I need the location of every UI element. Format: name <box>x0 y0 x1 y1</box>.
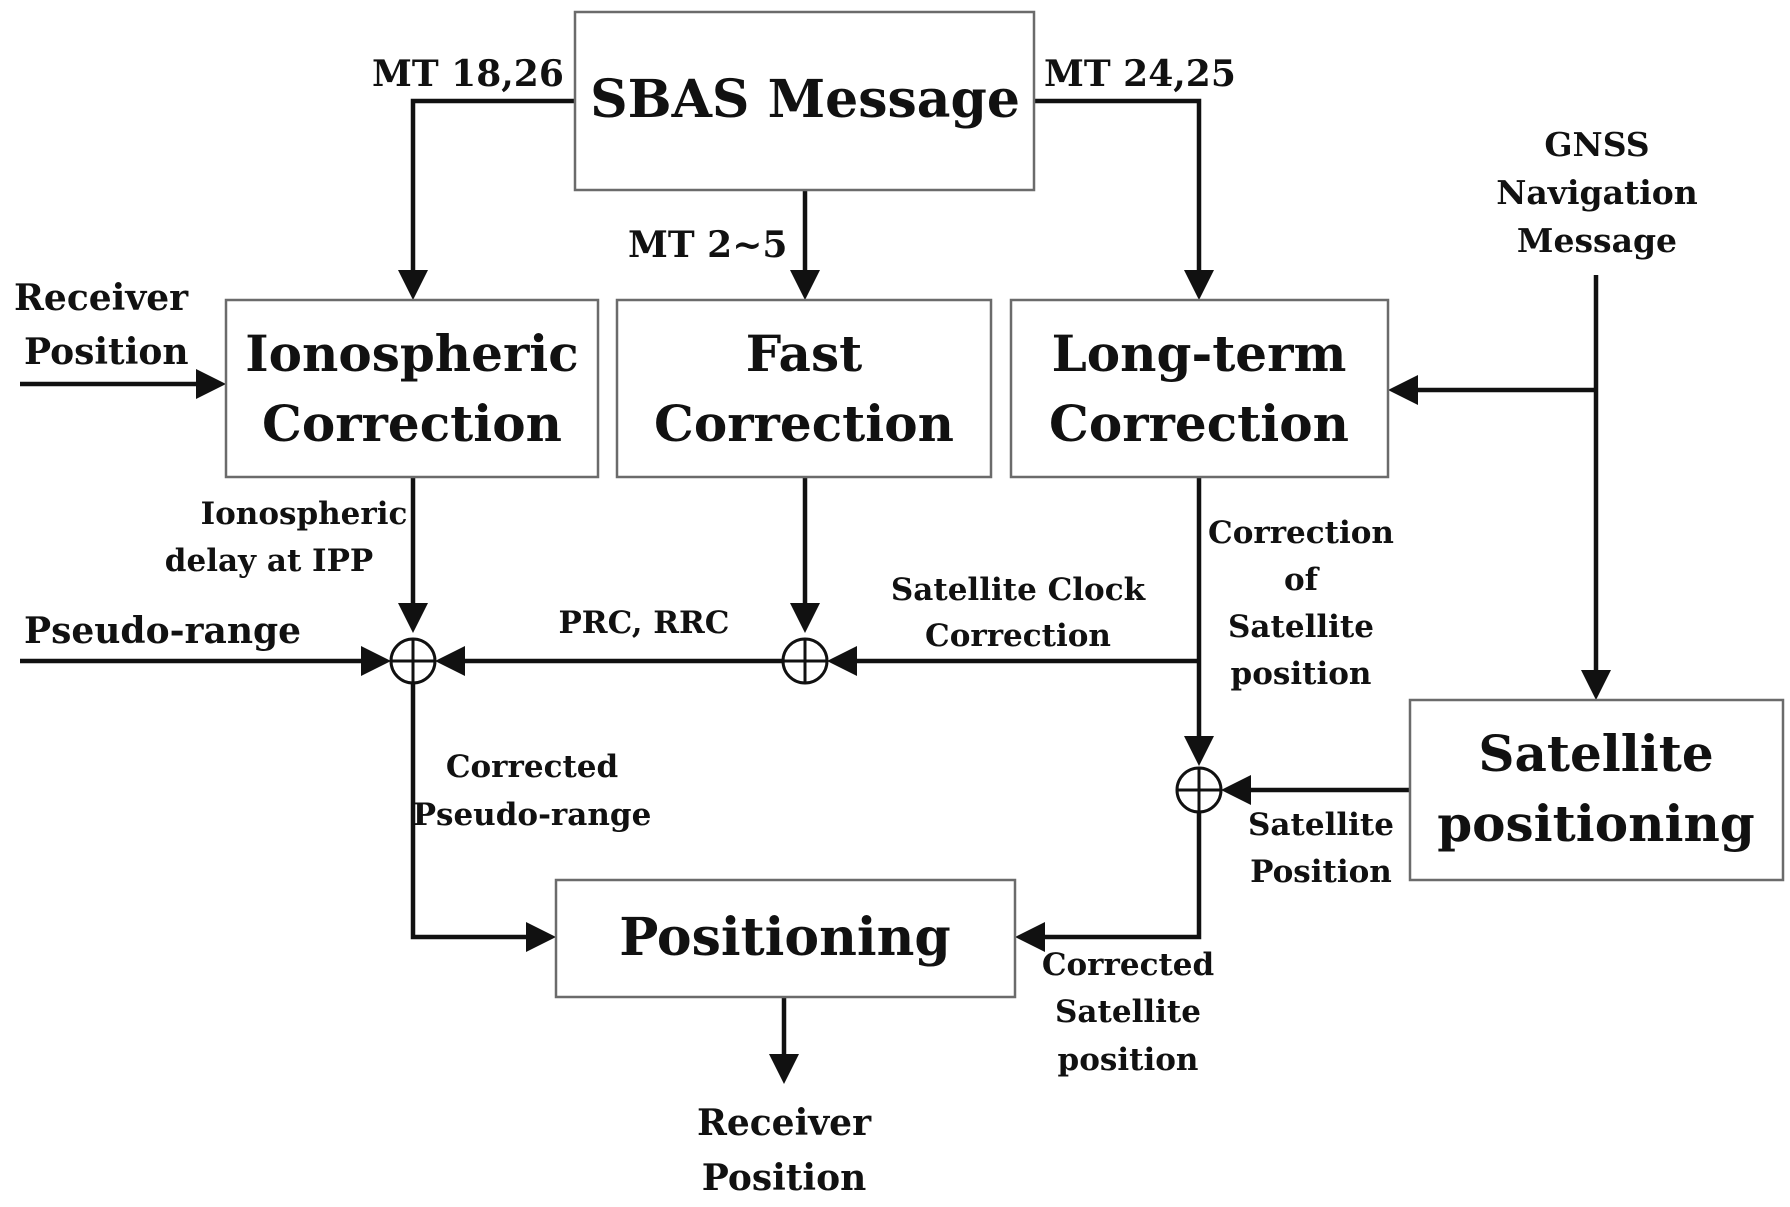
arrowhead-iono-in <box>398 270 428 300</box>
fast-label-line1: Fast <box>746 324 862 383</box>
longterm-label-line1: Long-term <box>1052 324 1347 383</box>
prc-rrc-label: PRC, RRC <box>559 605 730 641</box>
arrowhead-iono-side <box>196 369 226 399</box>
svg-text:of: of <box>1284 562 1320 598</box>
corrected-satellite-position-label: Corrected Satellite position <box>1042 947 1214 1078</box>
arrowhead-positioning-left <box>526 922 556 952</box>
block-ionospheric-correction: Ionospheric Correction <box>224 298 600 479</box>
arrowhead-sum3-top <box>1184 736 1214 766</box>
block-long-term-correction: Long-term Correction <box>1009 298 1390 479</box>
mt-longterm-label: MT 24,25 <box>1044 53 1236 95</box>
svg-text:position: position <box>1058 1042 1199 1078</box>
wire-sbas-to-longterm <box>1034 98 1202 272</box>
sum-junction-satellite <box>1175 766 1223 814</box>
svg-text:Satellite: Satellite <box>1228 609 1374 645</box>
svg-text:Receiver: Receiver <box>14 277 189 319</box>
corrected-pseudo-range-label: Corrected Pseudo-range <box>413 749 652 833</box>
wire-sum3-to-positioning <box>1043 812 1202 940</box>
iono-label-line1: Ionospheric <box>245 324 579 383</box>
svg-text:Message: Message <box>1517 221 1677 260</box>
svg-text:position: position <box>1231 656 1372 692</box>
svg-text:Correction: Correction <box>1208 515 1394 551</box>
svg-text:Position: Position <box>702 1157 867 1199</box>
arrowhead-positioning-right <box>1015 922 1045 952</box>
iono-label-line2: Correction <box>262 394 562 453</box>
receiver-position-output-label: Receiver Position <box>697 1102 872 1199</box>
block-sbas-message: SBAS Message <box>573 10 1036 192</box>
arrowhead-longterm-side <box>1388 375 1418 405</box>
gnss-navigation-message-label: GNSS Navigation Message <box>1496 125 1698 260</box>
satpos-label-line1: Satellite <box>1478 724 1713 783</box>
svg-text:Receiver: Receiver <box>697 1102 872 1144</box>
satpos-label-line2: positioning <box>1437 794 1755 853</box>
sum-junction-fast <box>781 637 829 685</box>
arrowhead-sum3-right <box>1221 775 1251 805</box>
wire-sbas-to-iono <box>410 98 575 272</box>
arrowhead-longterm-in <box>1184 270 1214 300</box>
mt-fast-label: MT 2~5 <box>628 224 787 266</box>
pseudo-range-label: Pseudo-range <box>24 610 301 652</box>
longterm-label-line2: Correction <box>1049 394 1349 453</box>
arrowhead-satpos-in <box>1581 670 1611 700</box>
block-fast-correction: Fast Correction <box>615 298 993 479</box>
satellite-position-label: Satellite Position <box>1248 807 1394 890</box>
wire-sum1-to-positioning <box>410 683 528 940</box>
svg-text:Position: Position <box>1250 854 1392 890</box>
svg-text:Satellite: Satellite <box>1055 994 1201 1030</box>
arrowhead-sum1-left <box>361 646 391 676</box>
satellite-clock-correction-label: Satellite Clock Correction <box>891 572 1147 654</box>
connectors <box>20 98 1611 1084</box>
svg-text:delay at IPP: delay at IPP <box>165 543 373 579</box>
arrowhead-sum2-right <box>827 646 857 676</box>
arrowhead-sum1-right <box>435 646 465 676</box>
arrowhead-fast-in <box>790 270 820 300</box>
sbas-message-label: SBAS Message <box>590 69 1020 130</box>
svg-text:Pseudo-range: Pseudo-range <box>413 797 652 833</box>
svg-text:Corrected: Corrected <box>446 749 618 785</box>
svg-text:Corrected: Corrected <box>1042 947 1214 983</box>
block-positioning: Positioning <box>554 878 1017 999</box>
svg-text:Navigation: Navigation <box>1496 173 1698 212</box>
svg-text:Ionospheric: Ionospheric <box>201 496 408 532</box>
svg-text:Satellite: Satellite <box>1248 807 1394 843</box>
arrowhead-sum1-top <box>398 603 428 633</box>
ionospheric-delay-label: Ionospheric delay at IPP <box>165 496 408 579</box>
svg-text:GNSS: GNSS <box>1544 125 1649 164</box>
mt-iono-label: MT 18,26 <box>372 53 564 95</box>
positioning-label: Positioning <box>619 907 951 968</box>
svg-text:Satellite Clock: Satellite Clock <box>891 572 1147 608</box>
arrowhead-receiver-out <box>769 1054 799 1084</box>
block-satellite-positioning: Satellite positioning <box>1408 698 1785 882</box>
svg-text:Position: Position <box>24 331 189 373</box>
svg-text:Correction: Correction <box>925 618 1111 654</box>
arrowhead-sum2-top <box>790 603 820 633</box>
correction-of-satellite-position-label: Correction of Satellite position <box>1208 515 1394 692</box>
fast-label-line2: Correction <box>654 394 954 453</box>
receiver-position-input-label: Receiver Position <box>14 277 189 373</box>
sum-junction-pseudo-range <box>389 637 437 685</box>
